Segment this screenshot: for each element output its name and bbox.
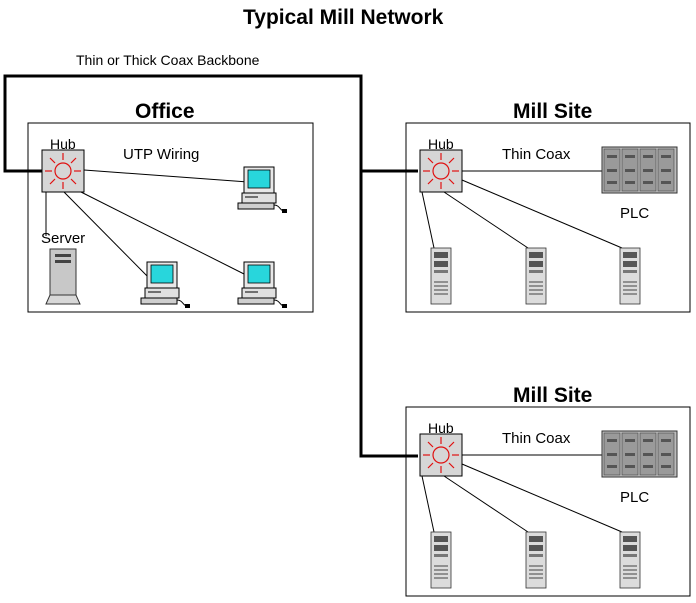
mill-site-heading: Mill Site (513, 384, 593, 407)
mill-site-wiring (421, 454, 623, 533)
controller-tower-icon (525, 247, 547, 305)
office-utp-wiring (45, 169, 253, 285)
office-hub-icon (41, 149, 85, 193)
controller-tower-icon (619, 247, 641, 305)
office-hub-label: Hub (50, 136, 76, 152)
utp-wiring-label: UTP Wiring (123, 146, 200, 163)
workstation-icon (237, 166, 288, 214)
workstation-icon (237, 261, 288, 309)
diagram-title: Typical Mill Network (243, 6, 444, 29)
mill-site-heading: Mill Site (513, 100, 593, 123)
mill-hub-label: Hub (428, 420, 454, 436)
mill-site-box (405, 122, 691, 313)
controller-tower-icon (430, 531, 452, 589)
controller-tower-icon (619, 531, 641, 589)
backbone-cable (3, 74, 418, 458)
office-box (27, 122, 314, 313)
controller-tower-icon (430, 247, 452, 305)
office-heading: Office (135, 100, 195, 123)
server-icon (45, 248, 81, 305)
backbone-label: Thin or Thick Coax Backbone (76, 52, 260, 68)
server-label: Server (41, 230, 86, 247)
thin-coax-label: Thin Coax (502, 146, 571, 163)
plc-label: PLC (620, 205, 650, 222)
controller-tower-icon (525, 531, 547, 589)
mill-site-wiring (421, 170, 623, 249)
workstation-icon (140, 261, 191, 309)
mill-hub-label: Hub (428, 136, 454, 152)
thin-coax-label: Thin Coax (502, 430, 571, 447)
plc-icon (601, 146, 678, 194)
plc-label: PLC (620, 489, 650, 506)
plc-icon (601, 430, 678, 478)
mill-hub-icon (419, 149, 463, 193)
mill-hub-icon (419, 433, 463, 477)
mill-site-box (405, 406, 691, 597)
